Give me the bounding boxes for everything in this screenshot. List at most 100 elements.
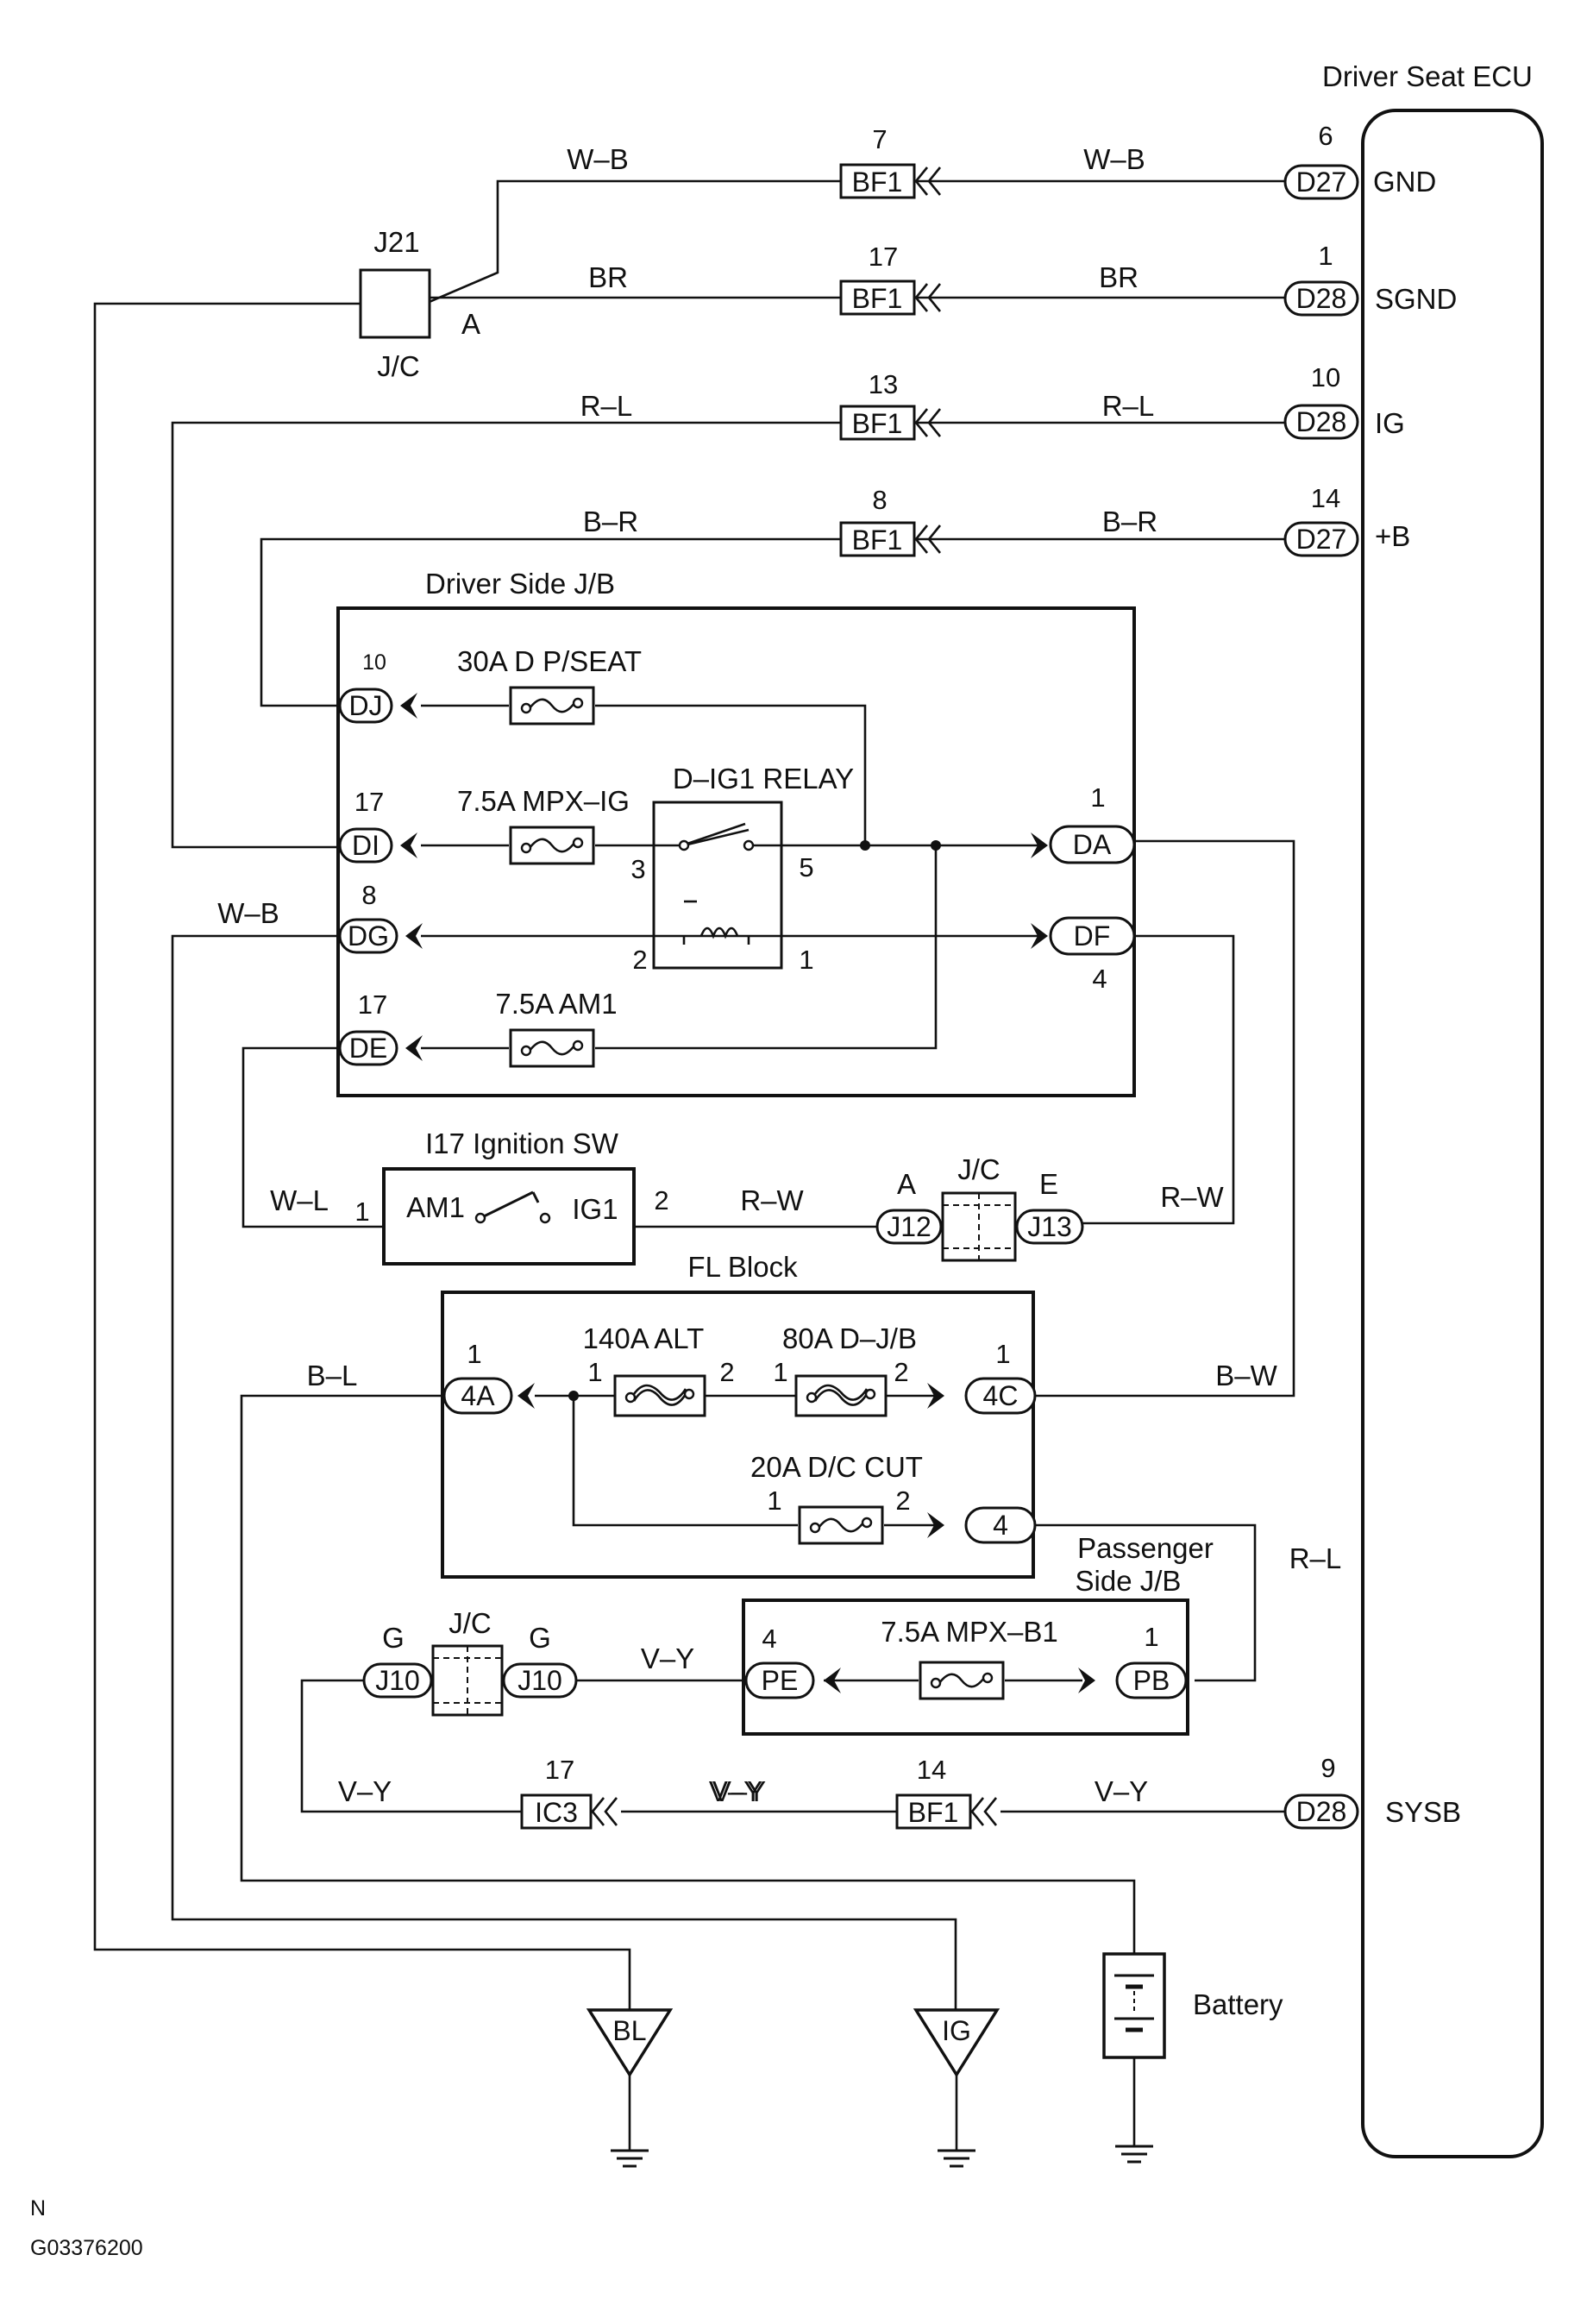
connector-df: DF 4	[1031, 916, 1136, 994]
wire-label: BR	[588, 261, 628, 293]
wire-label: B–L	[307, 1360, 358, 1391]
ecu-terminal-sgnd: D28 1 SGND	[1283, 241, 1457, 317]
svg-text:BF1: BF1	[908, 1797, 959, 1828]
svg-text:DG: DG	[348, 920, 389, 952]
svg-text:IG: IG	[1375, 407, 1405, 439]
fl-block: FL Block 140A ALT 1 2 80A D–J/B 1 2 20A …	[441, 1251, 1037, 1579]
svg-text:1: 1	[1144, 1622, 1158, 1652]
connector-dg: DG 8	[338, 880, 423, 954]
fuse-icon	[509, 1028, 595, 1068]
svg-text:10: 10	[362, 650, 386, 675]
svg-text:8: 8	[361, 880, 376, 910]
bf1-connector-row2: BF1 17 BR BR	[588, 242, 1138, 316]
svg-text:7.5A MPX–B1: 7.5A MPX–B1	[881, 1616, 1057, 1648]
connector-4: 4	[927, 1506, 1037, 1544]
fuse-icon	[509, 826, 595, 865]
wires	[93, 179, 1295, 2131]
d-ig1-relay: D–IG1 RELAY 3 5 2 1	[630, 763, 854, 975]
ecu-title: Driver Seat ECU	[1322, 60, 1533, 92]
svg-text:2: 2	[895, 1485, 910, 1516]
svg-text:+B: +B	[1375, 520, 1410, 552]
wire-label: V–Y	[709, 1775, 762, 1807]
svg-text:DA: DA	[1073, 829, 1112, 860]
wire-label: V–Y	[338, 1775, 392, 1807]
footer-code-figure: G03376200	[30, 2236, 143, 2260]
svg-text:GND: GND	[1373, 166, 1436, 198]
svg-text:17: 17	[358, 989, 387, 1020]
svg-text:10: 10	[1311, 362, 1340, 393]
ground-icon	[609, 2133, 650, 2168]
wire-label: V–Y	[641, 1643, 694, 1674]
svg-text:17: 17	[354, 787, 384, 817]
relay-label: D–IG1 RELAY	[673, 763, 854, 795]
svg-text:PE: PE	[762, 1665, 799, 1696]
driver-jb-title: Driver Side J/B	[425, 568, 615, 600]
wire-label: BR	[1099, 261, 1138, 293]
junction-dots	[568, 840, 941, 1401]
svg-text:4: 4	[762, 1624, 776, 1654]
svg-text:7: 7	[872, 124, 887, 154]
svg-text:SYSB: SYSB	[1385, 1796, 1461, 1828]
svg-text:D28: D28	[1296, 283, 1347, 314]
svg-text:E: E	[1039, 1168, 1058, 1200]
wire-label: R–W	[1160, 1181, 1224, 1213]
svg-text:D27: D27	[1296, 524, 1347, 555]
svg-text:IG1: IG1	[572, 1193, 618, 1225]
wire-label: B–R	[583, 506, 638, 537]
svg-text:8: 8	[872, 485, 887, 515]
svg-text:J/C: J/C	[448, 1607, 492, 1639]
svg-text:J13: J13	[1027, 1211, 1072, 1242]
bf1-connector-row3: BF1 13 R–L R–L	[580, 369, 1155, 441]
wire-label: W–B	[567, 143, 629, 175]
svg-text:4: 4	[993, 1510, 1008, 1541]
svg-text:14: 14	[1311, 483, 1340, 513]
ground-bl: BL	[586, 2008, 674, 2168]
svg-text:1: 1	[467, 1339, 481, 1369]
svg-text:J12: J12	[887, 1211, 932, 1242]
svg-text:BL: BL	[612, 2015, 646, 2046]
connector-di: DI 17	[338, 787, 417, 864]
svg-text:A: A	[461, 308, 480, 340]
svg-text:140A ALT: 140A ALT	[583, 1322, 705, 1354]
svg-text:BF1: BF1	[852, 166, 903, 198]
wire-label: W–B	[217, 897, 279, 929]
battery: Battery	[1102, 1952, 1283, 2164]
svg-text:2: 2	[632, 945, 647, 975]
ecu-terminal-plus-b: D27 14 +B	[1283, 483, 1410, 557]
svg-text:J10: J10	[375, 1665, 420, 1696]
svg-text:Side J/B: Side J/B	[1076, 1565, 1182, 1597]
fuse-icon	[798, 1505, 884, 1545]
svg-text:7.5A AM1: 7.5A AM1	[495, 988, 617, 1020]
svg-text:SGND: SGND	[1375, 283, 1457, 315]
svg-text:G: G	[529, 1622, 551, 1654]
fuse-icon	[509, 686, 595, 725]
wire-label: W–L	[270, 1184, 329, 1216]
ecu-terminal-sysb: D28 9 SYSB	[1283, 1753, 1461, 1830]
driver-seat-ecu: Driver Seat ECU D27 6 GND D28 1 SGND D28…	[1283, 60, 1544, 2158]
connector-4a: 4A 1	[442, 1339, 535, 1415]
svg-text:G: G	[382, 1622, 405, 1654]
svg-text:13: 13	[869, 369, 898, 399]
svg-text:1: 1	[773, 1357, 787, 1387]
svg-text:1: 1	[995, 1339, 1010, 1369]
svg-text:D28: D28	[1296, 406, 1347, 437]
svg-text:1: 1	[587, 1357, 602, 1387]
svg-text:9: 9	[1320, 1753, 1335, 1783]
svg-text:3: 3	[630, 854, 645, 884]
driver-side-jb: Driver Side J/B 30A D P/SEAT 7.5A MPX–IG…	[336, 568, 1136, 1097]
svg-text:1: 1	[767, 1485, 781, 1516]
footer-code-n: N	[30, 2196, 46, 2220]
connector-da: DA 1	[1031, 782, 1136, 864]
wire-label: R–L	[1102, 390, 1155, 422]
ic3-connector: IC3 17 V–Y V–Y	[338, 1755, 766, 1830]
wire-label: B–W	[1215, 1360, 1277, 1391]
battery-label: Battery	[1193, 1988, 1283, 2020]
wire-label: W–B	[1083, 143, 1145, 175]
svg-text:PB: PB	[1133, 1665, 1170, 1696]
svg-text:1: 1	[1318, 241, 1333, 271]
svg-text:D28: D28	[1296, 1796, 1347, 1827]
bf1-connector-row1: BF1 7 W–B W–B	[567, 124, 1145, 199]
svg-text:2: 2	[719, 1357, 734, 1387]
svg-text:4A: 4A	[461, 1380, 495, 1411]
